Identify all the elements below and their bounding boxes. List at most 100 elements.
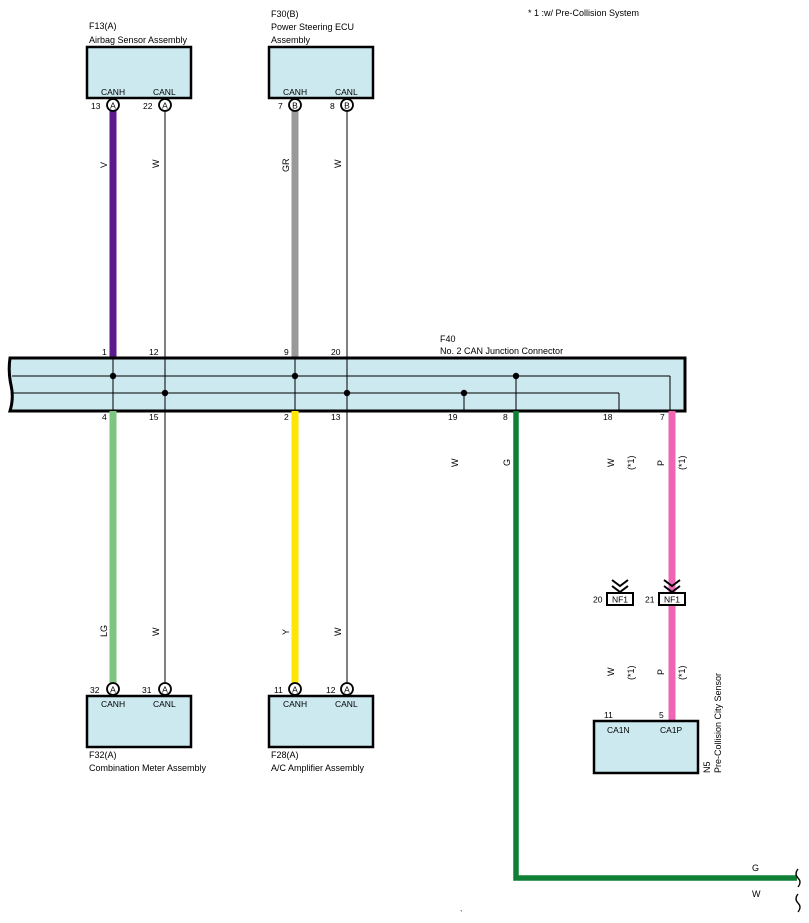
svg-text:A: A (292, 685, 298, 695)
n5-term-5: 5 (659, 710, 664, 720)
f30-box (267, 45, 375, 100)
f28-box (267, 694, 375, 749)
wire-color-out-g: G (752, 863, 759, 873)
wire-break-mark-w (795, 893, 801, 913)
conditional-mark-a: (*1) (626, 455, 636, 470)
f28-pin-canl: CANL (335, 699, 358, 709)
n5-term-11: 11 (604, 710, 613, 720)
wire-color-j7: P (656, 460, 666, 466)
wire-color-f28-h: Y (281, 629, 291, 635)
f40-pin-15: 15 (149, 412, 159, 422)
f40-pin-20: 20 (331, 347, 341, 357)
nf1-left-label: NF1 (612, 595, 628, 605)
f40-pin-9: 9 (284, 347, 289, 357)
nf1-term-20: 20 (593, 595, 603, 605)
svg-text:A: A (110, 101, 116, 111)
f40-pin-13: 13 (331, 412, 341, 422)
f40-pin-12: 12 (149, 347, 159, 357)
wire-color-f32-h: LG (99, 625, 109, 637)
splice-dot (109, 372, 117, 380)
f30-name-line2: Assembly (271, 35, 311, 45)
svg-text:A: A (110, 685, 116, 695)
f32-name: Combination Meter Assembly (89, 763, 207, 773)
f30-pin-canl: CANL (335, 87, 358, 97)
f13-term-13: 13 (91, 101, 101, 111)
connector-n5: 11 5 CA1N CA1P N5 Pre-Collision City Sen… (592, 673, 723, 775)
f30-term-7: 7 (278, 101, 283, 111)
svg-text:A: A (162, 685, 168, 695)
f13-mark-canh: A (106, 98, 120, 112)
n5-name: Pre-Collision City Sensor (713, 673, 723, 773)
svg-text:A: A (344, 685, 350, 695)
f28-term-11: 11 (274, 685, 283, 695)
f13-name: Airbag Sensor Assembly (89, 35, 188, 45)
f30-name-line1: Power Steering ECU (271, 22, 354, 32)
f40-pin-19: 19 (448, 412, 458, 422)
f30-mark-canh: B (288, 98, 302, 112)
wire-junction-8-g (513, 411, 797, 881)
svg-text:B: B (292, 101, 298, 111)
wire-color-f32-l: W (151, 627, 161, 636)
svg-text:A: A (162, 101, 168, 111)
wire-color-out-w: W (752, 889, 761, 899)
n5-pin-ca1n: CA1N (607, 725, 630, 735)
stray-mark: ˎ (460, 902, 463, 912)
n5-code: N5 (702, 761, 712, 773)
wire-color-f13-l: W (151, 159, 161, 168)
note-text: * 1 :w/ Pre-Collision System (528, 8, 639, 18)
f28-name: A/C Amplifier Assembly (271, 763, 365, 773)
connector-f32: A A 32 31 CANH CANL F32(A) Combination M… (85, 682, 207, 773)
f40-code: F40 (440, 334, 456, 344)
conditional-mark-d: (*1) (677, 665, 687, 680)
wire-color-j8: G (502, 459, 512, 466)
f40-pin-7: 7 (660, 412, 665, 422)
f13-term-22: 22 (143, 101, 153, 111)
f32-code: F32(A) (89, 750, 117, 760)
wire-color-j18: W (606, 458, 616, 467)
wire-color-n5-l: W (606, 667, 616, 676)
f40-name: No. 2 CAN Junction Connector (440, 346, 563, 356)
f13-code: F13(A) (89, 21, 117, 31)
f13-mark-canl: A (158, 98, 172, 112)
f40-pin-4: 4 (102, 412, 107, 422)
wire-color-n5-h: P (656, 669, 666, 675)
splice-dot (161, 389, 169, 397)
f40-pin-1: 1 (102, 347, 107, 357)
wire-color-j19: W (450, 458, 460, 467)
f32-box (85, 694, 193, 749)
f30-pin-canh: CANH (283, 87, 307, 97)
f28-code: F28(A) (271, 750, 299, 760)
f30-term-8: 8 (330, 101, 335, 111)
nf1-term-21: 21 (645, 595, 655, 605)
conditional-mark-c: (*1) (626, 665, 636, 680)
splice-dot (512, 372, 520, 380)
splice-dot (460, 389, 468, 397)
wire-color-f28-l: W (333, 627, 343, 636)
f28-term-12: 12 (326, 685, 336, 695)
wire-break-mark-g (795, 868, 801, 888)
f32-pin-canh: CANH (101, 699, 125, 709)
nf1-connector-right: NF1 21 (645, 579, 686, 606)
f28-pin-canh: CANH (283, 699, 307, 709)
f40-pin-18: 18 (603, 412, 613, 422)
f30-mark-canl: B (340, 98, 354, 112)
connector-f13: F13(A) Airbag Sensor Assembly CANH CANL … (85, 21, 193, 111)
n5-pin-ca1p: CA1P (660, 725, 683, 735)
f40-pin-8: 8 (503, 412, 508, 422)
n5-box (592, 719, 700, 775)
wire-color-f13-h: V (99, 162, 109, 168)
svg-text:B: B (344, 101, 350, 111)
f32-pin-canl: CANL (153, 699, 176, 709)
f30-code: F30(B) (271, 9, 299, 19)
splice-dot (343, 389, 351, 397)
f13-pin-canh: CANH (101, 87, 125, 97)
conditional-mark-b: (*1) (677, 455, 687, 470)
splice-dot (291, 372, 299, 380)
f32-term-32: 32 (90, 685, 100, 695)
nf1-right-label: NF1 (664, 595, 680, 605)
f40-pin-2: 2 (284, 412, 289, 422)
wire-color-f30-l: W (333, 159, 343, 168)
f13-box (85, 45, 193, 100)
f32-term-31: 31 (142, 685, 152, 695)
